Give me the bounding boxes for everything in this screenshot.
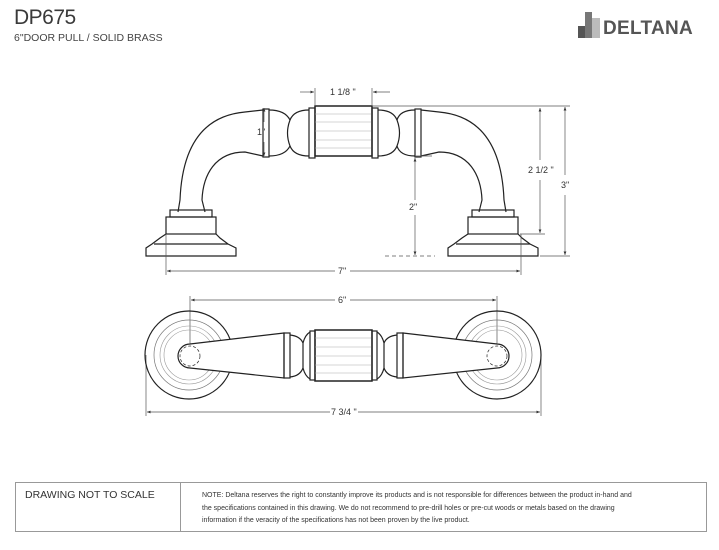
deltana-logo-icon xyxy=(578,12,600,38)
dim-bar-top-height: 2 1/2 " xyxy=(528,165,554,175)
brand-logo: DELTANA xyxy=(578,12,693,38)
brand-name: DELTANA xyxy=(603,18,694,39)
disclaimer-line: NOTE: Deltana reserves the right to cons… xyxy=(202,492,632,499)
dim-center-to-center: 6" xyxy=(338,295,346,305)
dim-overall-height: 3" xyxy=(561,180,569,190)
technical-drawing: 1 1/8 " 1" 2" 2 1/2 " 3" 7" 6" 7 3/4 " xyxy=(144,87,570,417)
dimension-labels: 1 1/8 " 1" 2" 2 1/2 " 3" 7" 6" 7 3/4 " xyxy=(257,87,569,417)
scale-note: DRAWING NOT TO SCALE xyxy=(16,483,181,531)
dim-overall-length: 7 3/4 " xyxy=(331,407,357,417)
dim-bar-height: 1" xyxy=(257,127,265,137)
footer-notes: DRAWING NOT TO SCALE NOTE: Deltana reser… xyxy=(15,482,707,532)
dim-clearance: 2" xyxy=(409,202,417,212)
dim-barrel-width: 1 1/8 " xyxy=(330,87,356,97)
top-view xyxy=(144,310,542,400)
dimension-lines xyxy=(145,88,570,416)
dim-base-width: 7" xyxy=(338,266,346,276)
model-number: DP675 xyxy=(14,6,76,29)
product-description: 6"DOOR PULL / SOLID BRASS xyxy=(14,32,163,44)
disclaimer: NOTE: Deltana reserves the right to cons… xyxy=(181,483,706,531)
side-view xyxy=(145,105,539,257)
disclaimer-line: information if the veracity of the speci… xyxy=(202,517,470,524)
disclaimer-line: the specifications contained in this dra… xyxy=(202,504,615,512)
